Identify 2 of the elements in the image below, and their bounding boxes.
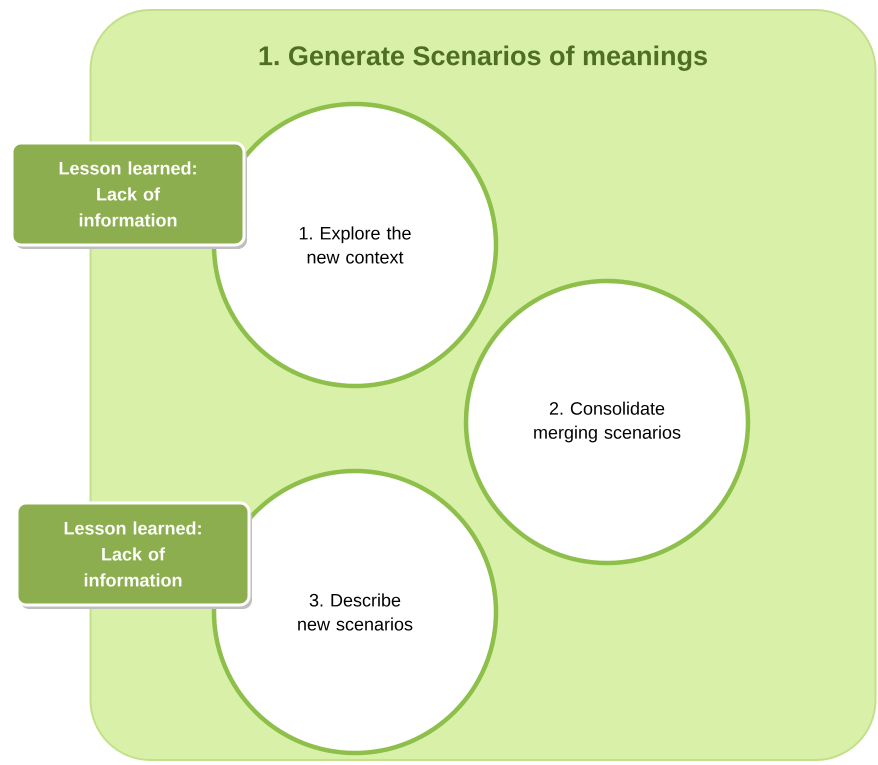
lesson-tag: Lesson learned: Lack of information xyxy=(10,142,247,249)
lesson-tag: Lesson learned: Lack of information xyxy=(16,502,252,609)
